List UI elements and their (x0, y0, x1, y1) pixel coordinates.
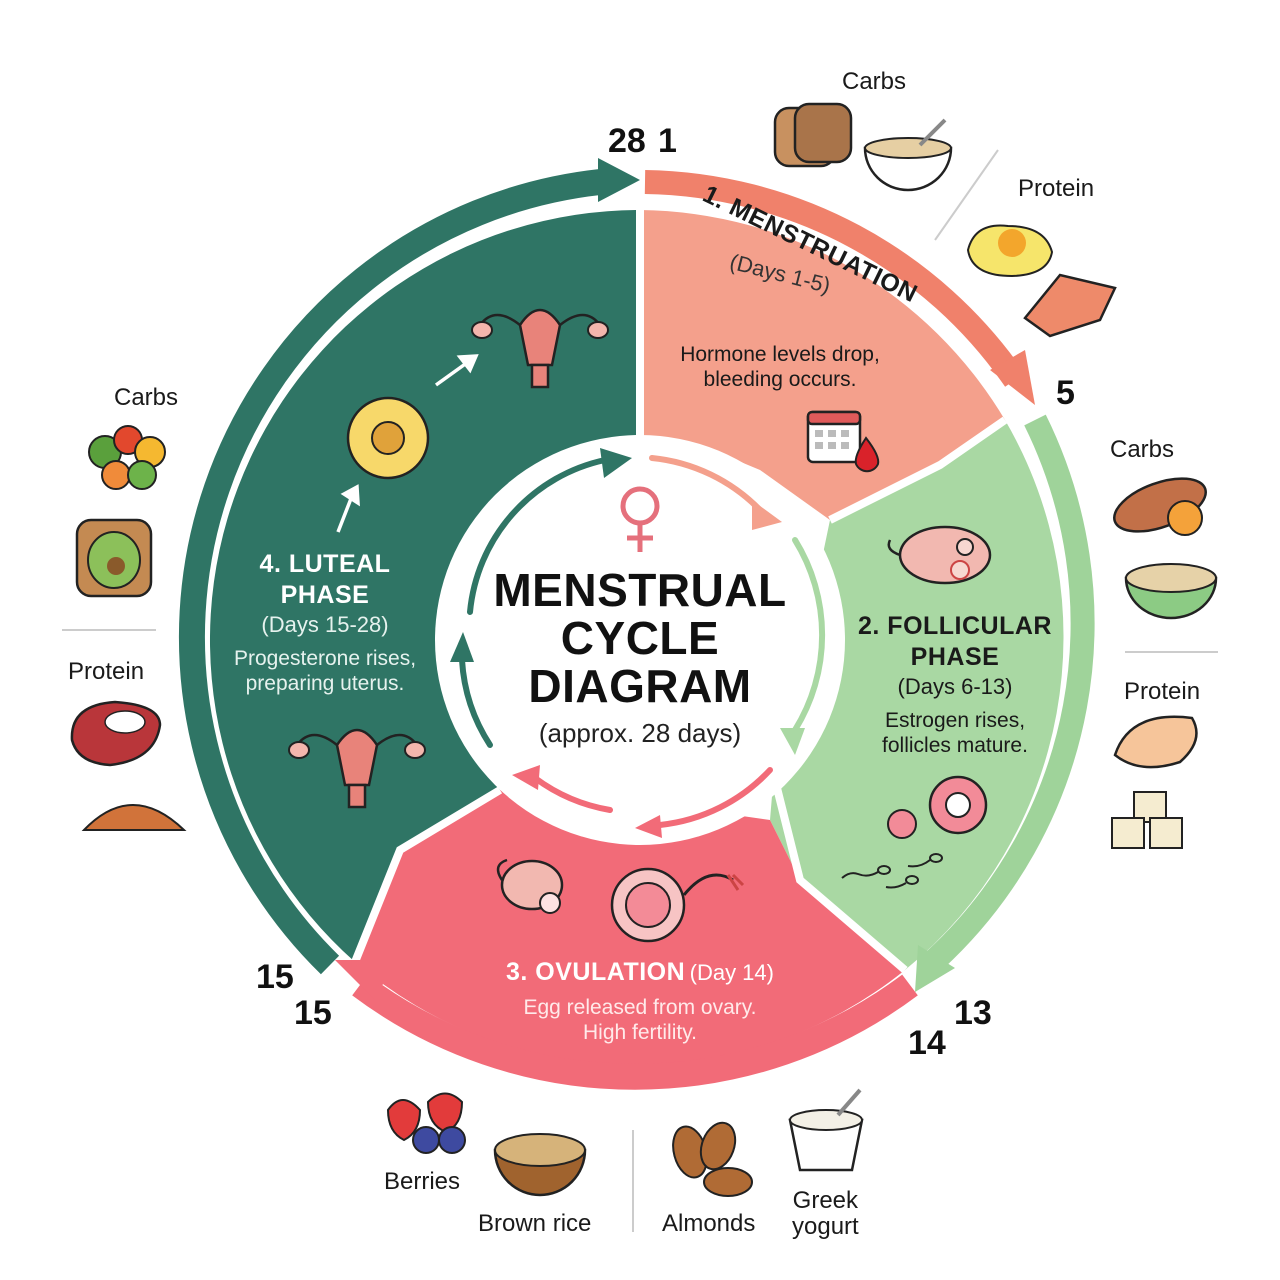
food-label-greek-line-1: Greek (792, 1187, 859, 1214)
center-circle (435, 435, 845, 845)
greek-yogurt-icon (788, 1088, 864, 1172)
title-line-1: MENSTRUAL (493, 564, 787, 616)
egg-fried-icon (966, 224, 1054, 278)
phase-days: (Day 14) (689, 960, 774, 985)
day-13: 13 (954, 994, 992, 1032)
phase-menstruation-desc: Hormone levels drop, bleeding occurs. (660, 342, 900, 392)
follicle-icon (346, 396, 430, 480)
phase-follicular: 2. FOLLICULAR PHASE (Days 6-13) Estrogen… (830, 612, 1080, 758)
phase-menstruation: 1. MENSTRUATION (Days 1-5) (670, 180, 950, 308)
day-15-lower: 15 (294, 994, 332, 1032)
calendar-icon (806, 410, 862, 464)
sector-menstruation (640, 210, 1005, 520)
phase-desc-line-1: Egg released from ovary. (523, 996, 757, 1019)
blood-drop-icon (854, 436, 880, 473)
outer-arc-luteal (178, 169, 602, 975)
day-28: 28 (608, 122, 646, 160)
quinoa-icon (1124, 563, 1218, 620)
avocado-toast-icon (75, 518, 153, 598)
title-subtitle: (approx. 28 days) (538, 718, 742, 748)
ovary-icon (496, 858, 564, 914)
food-label-protein-luteal: Protein (68, 658, 145, 685)
outer-arrowhead-menstruation (990, 350, 1035, 405)
lentils-icon (81, 804, 187, 831)
vegetables-icon (88, 425, 166, 490)
phase-desc-line-2: High fertility. (583, 1021, 697, 1044)
food-label-greek-yogurt: Greek yogurt (792, 1188, 859, 1240)
tofu-icon (1111, 791, 1183, 849)
food-label-almonds: Almonds (662, 1210, 756, 1237)
egg-icon (887, 775, 988, 839)
phase-luteal: 4. LUTEAL PHASE (Days 15-28) Progesteron… (205, 550, 445, 696)
inner-arrows (450, 448, 826, 838)
oatmeal-icon (863, 118, 953, 192)
food-label-protein-follicular: Protein (1124, 678, 1201, 705)
sweet-potato-icon (1113, 477, 1207, 536)
diagram-title: MENSTRUAL CYCLE DIAGRAM (approx. 28 days… (480, 566, 800, 749)
salmon-icon (1023, 273, 1117, 338)
outer-arrowhead-ovulation (335, 960, 395, 1000)
sector-dividers (351, 210, 1008, 974)
phase-desc-line-2: follicles mature. (882, 734, 1028, 757)
phase-title-line-1: 2. FOLLICULAR (858, 612, 1052, 640)
day-5: 5 (1056, 374, 1075, 412)
phase-desc-line-1: Progesterone rises, (233, 647, 417, 670)
luteal-progress-arrows (336, 354, 479, 533)
phase-title-line-2: PHASE (280, 581, 370, 609)
food-label-carbs-luteal: Carbs (114, 384, 179, 411)
phase-days: (Days 15-28) (261, 612, 389, 637)
chicken-icon (1113, 715, 1198, 769)
day-15-upper: 15 (256, 958, 294, 996)
almonds-icon (672, 1121, 753, 1197)
food-label-greek-line-2: yogurt (792, 1213, 859, 1240)
phase-desc-line-1: Estrogen rises, (884, 709, 1026, 732)
outer-arrowhead-follicular (915, 945, 955, 992)
berries-icon (386, 1092, 466, 1154)
outer-arc-ovulation (352, 974, 918, 1090)
egg-icon (610, 867, 745, 943)
outer-arc-follicular (926, 414, 1095, 969)
phase-days: (Days 6-13) (897, 674, 1013, 699)
food-label-berries: Berries (384, 1168, 461, 1195)
phase-desc-line-2: bleeding occurs. (703, 368, 857, 391)
ovary-icon (887, 525, 992, 585)
sperm-icon (841, 853, 943, 889)
steak-icon (70, 700, 162, 767)
phase-ovulation: 3. OVULATION (Day 14) Egg released from … (460, 958, 820, 1045)
food-label-carbs-menstruation: Carbs (842, 68, 907, 95)
phase-title: 3. OVULATION (506, 958, 686, 986)
day-14: 14 (908, 1024, 946, 1062)
phase-desc-line-1: Hormone levels drop, (680, 343, 880, 366)
outer-arc-menstruation (644, 170, 1025, 387)
female-symbol-icon (620, 486, 660, 552)
food-label-brown-rice: Brown rice (478, 1210, 592, 1237)
title-line-2: CYCLE (560, 612, 720, 664)
title-line-3: DIAGRAM (528, 660, 752, 712)
phase-title-line-2: PHASE (910, 643, 1000, 671)
sector-luteal (209, 209, 640, 963)
bread-icon (773, 102, 853, 168)
brown-rice-icon (493, 1133, 587, 1197)
divider (934, 149, 999, 241)
uterus-icon (288, 728, 426, 809)
food-label-carbs-follicular: Carbs (1110, 436, 1175, 463)
food-label-protein-menstruation: Protein (1018, 175, 1095, 202)
day-1: 1 (658, 122, 677, 160)
phase-desc-line-2: preparing uterus. (245, 672, 405, 695)
outer-arrowhead-luteal (598, 158, 640, 202)
phase-title-line-1: 4. LUTEAL (259, 550, 391, 578)
uterus-icon (471, 308, 609, 389)
